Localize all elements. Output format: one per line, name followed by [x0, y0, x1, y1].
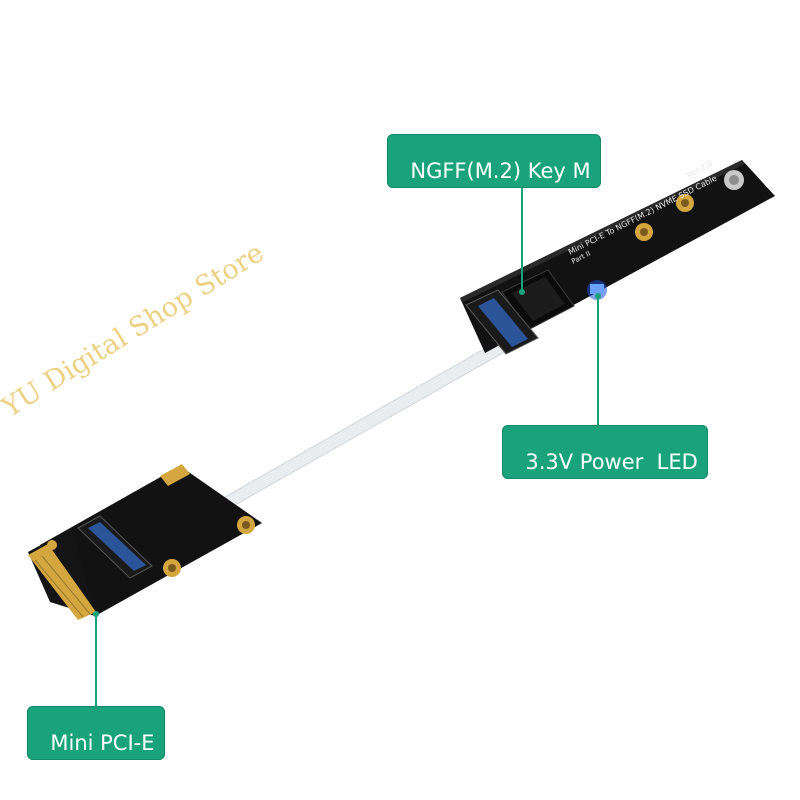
m2-mounting-holes	[635, 170, 744, 241]
mini-pcie-adapter-board	[28, 464, 262, 620]
callout-ngff-key-m: NGFF(M.2) Key M	[387, 134, 601, 188]
power-led	[587, 280, 607, 300]
callout-power-led-label: 3.3V Power LED	[525, 450, 698, 474]
m2-key-m-slot	[501, 269, 575, 331]
callout-mini-pcie: Mini PCI-E	[27, 706, 165, 760]
mini-pcie-gold-fingers	[28, 544, 96, 620]
callout-power-led: 3.3V Power LED	[502, 425, 708, 479]
m2-adapter-board: Mini PCI-E To NGFF(M.2) NVME SSD Cable V…	[460, 159, 775, 355]
callout-mini-pcie-label: Mini PCI-E	[50, 731, 155, 755]
mini-pcie-fpc-connector	[77, 515, 153, 579]
mini-pcie-mounting-holes	[47, 516, 255, 577]
callout-ngff-key-m-label: NGFF(M.2) Key M	[410, 159, 591, 183]
m2-fpc-connector	[465, 289, 539, 355]
